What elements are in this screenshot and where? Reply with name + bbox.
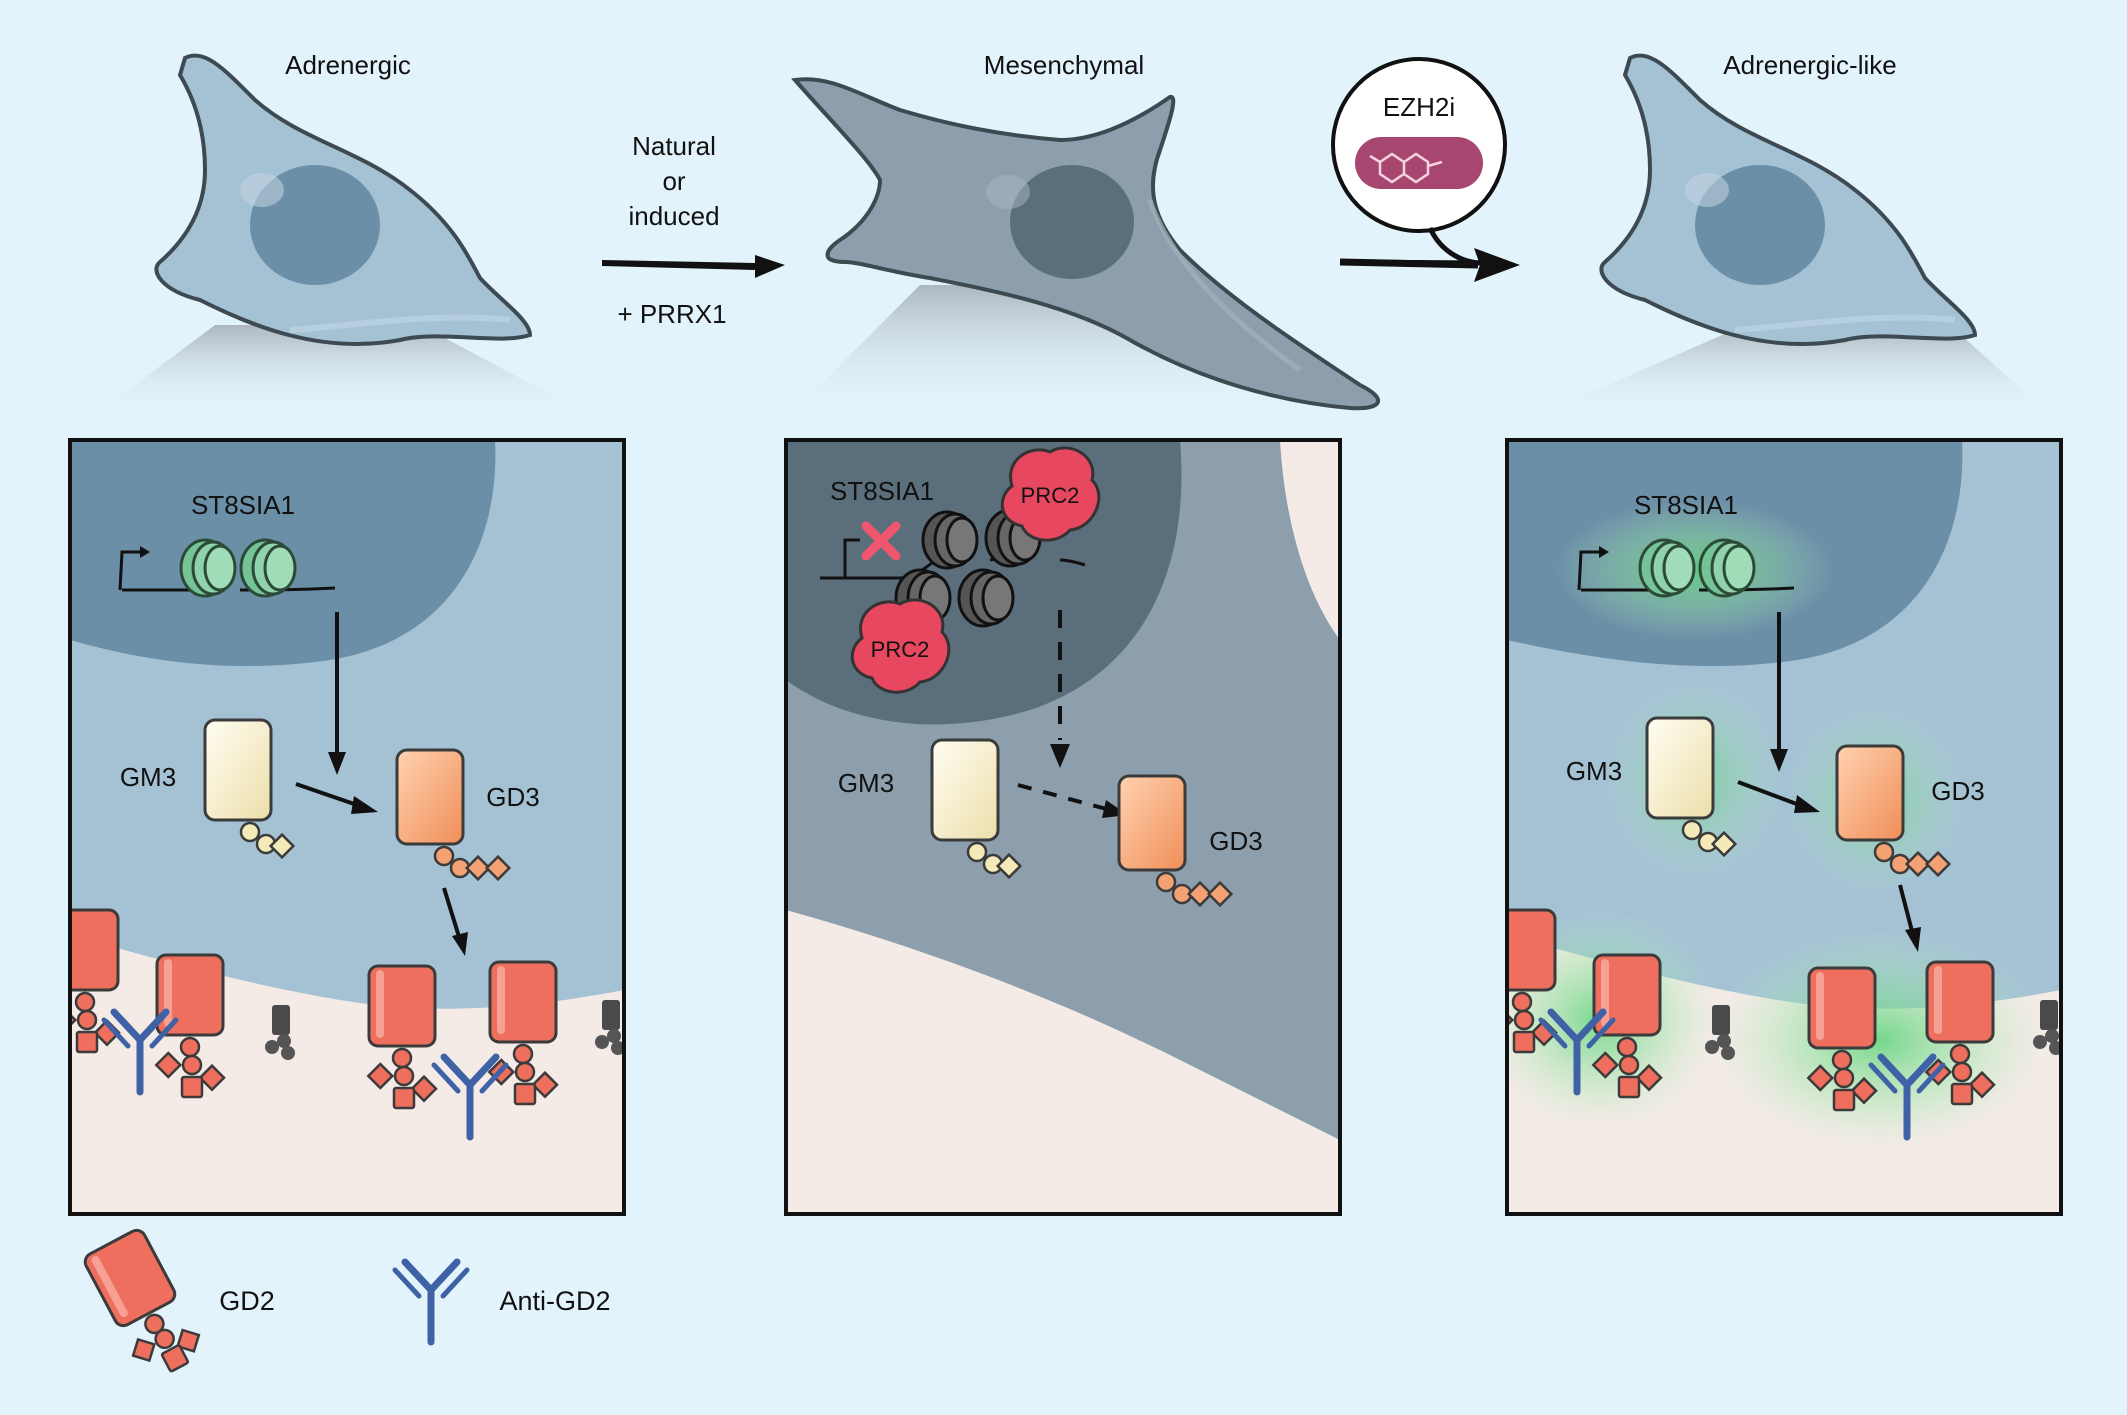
adrenergic-cell [154,53,533,346]
gene-label: ST8SIA1 [191,490,295,520]
nucleosome-icon [921,510,979,570]
ezh2i-arrow [1339,226,1520,282]
legend-anti-gd2-icon [395,1262,467,1342]
legend-anti-gd2-label: Anti-GD2 [499,1286,610,1316]
cell-shadow [1540,325,2050,415]
prc2-label: PRC2 [871,637,930,662]
panel-mesenchymal: ST8SIA1 PRC2 PRC2 GM3 GD3 [784,438,1342,1216]
gene-label: ST8SIA1 [830,476,934,506]
prc2-label: PRC2 [1021,483,1080,508]
promoter-arrow [820,538,860,580]
promoter-arrow [1577,550,1601,591]
cell-label-adrenergic: Adrenergic [285,50,411,80]
promoter-arrow [118,550,142,591]
cell-shadow [95,325,590,415]
cell-label-mesenchymal: Mesenchymal [984,50,1144,80]
nucleosome-icon [179,538,237,598]
transition-arrow [602,255,785,278]
expression-glow [1710,930,2050,1150]
gd3-label: GD3 [486,782,539,812]
legend-gd2-label: GD2 [219,1286,275,1316]
transition-text-natural: Natural [632,131,716,161]
nucleosome-icon [957,568,1015,628]
ezh2i-bubble [1331,57,1507,233]
nucleosome-icon [239,538,297,598]
cell-label-adrenergic-like: Adrenergic-like [1723,50,1896,80]
transition-text-induced: induced [628,201,719,231]
nucleosome-icon [1638,538,1696,598]
gm3-label: GM3 [1566,756,1622,786]
mesenchymal-cell [791,77,1381,411]
transition-text-prrx1: + PRRX1 [617,299,726,329]
cell-shadow [790,285,1340,415]
legend-gd2-icon [81,1227,207,1384]
gd3-label: GD3 [1209,826,1262,856]
gm3-label: GM3 [120,762,176,792]
ezh2i-label: EZH2i [1383,92,1455,122]
legend: GD2 Anti-GD2 [81,1227,611,1384]
gd3-label: GD3 [1931,776,1984,806]
panel-adrenergic-like: ST8SIA1 GM3 GD3 [1505,438,2063,1216]
nucleosome-icon [1698,538,1756,598]
gene-label: ST8SIA1 [1634,490,1738,520]
gm3-label: GM3 [838,768,894,798]
panel-adrenergic: ST8SIA1 GM3 GD3 [68,438,626,1216]
transition-text-or: or [662,166,685,196]
repression-cross-icon [861,521,901,561]
adrenergic-like-cell [1599,53,1978,346]
